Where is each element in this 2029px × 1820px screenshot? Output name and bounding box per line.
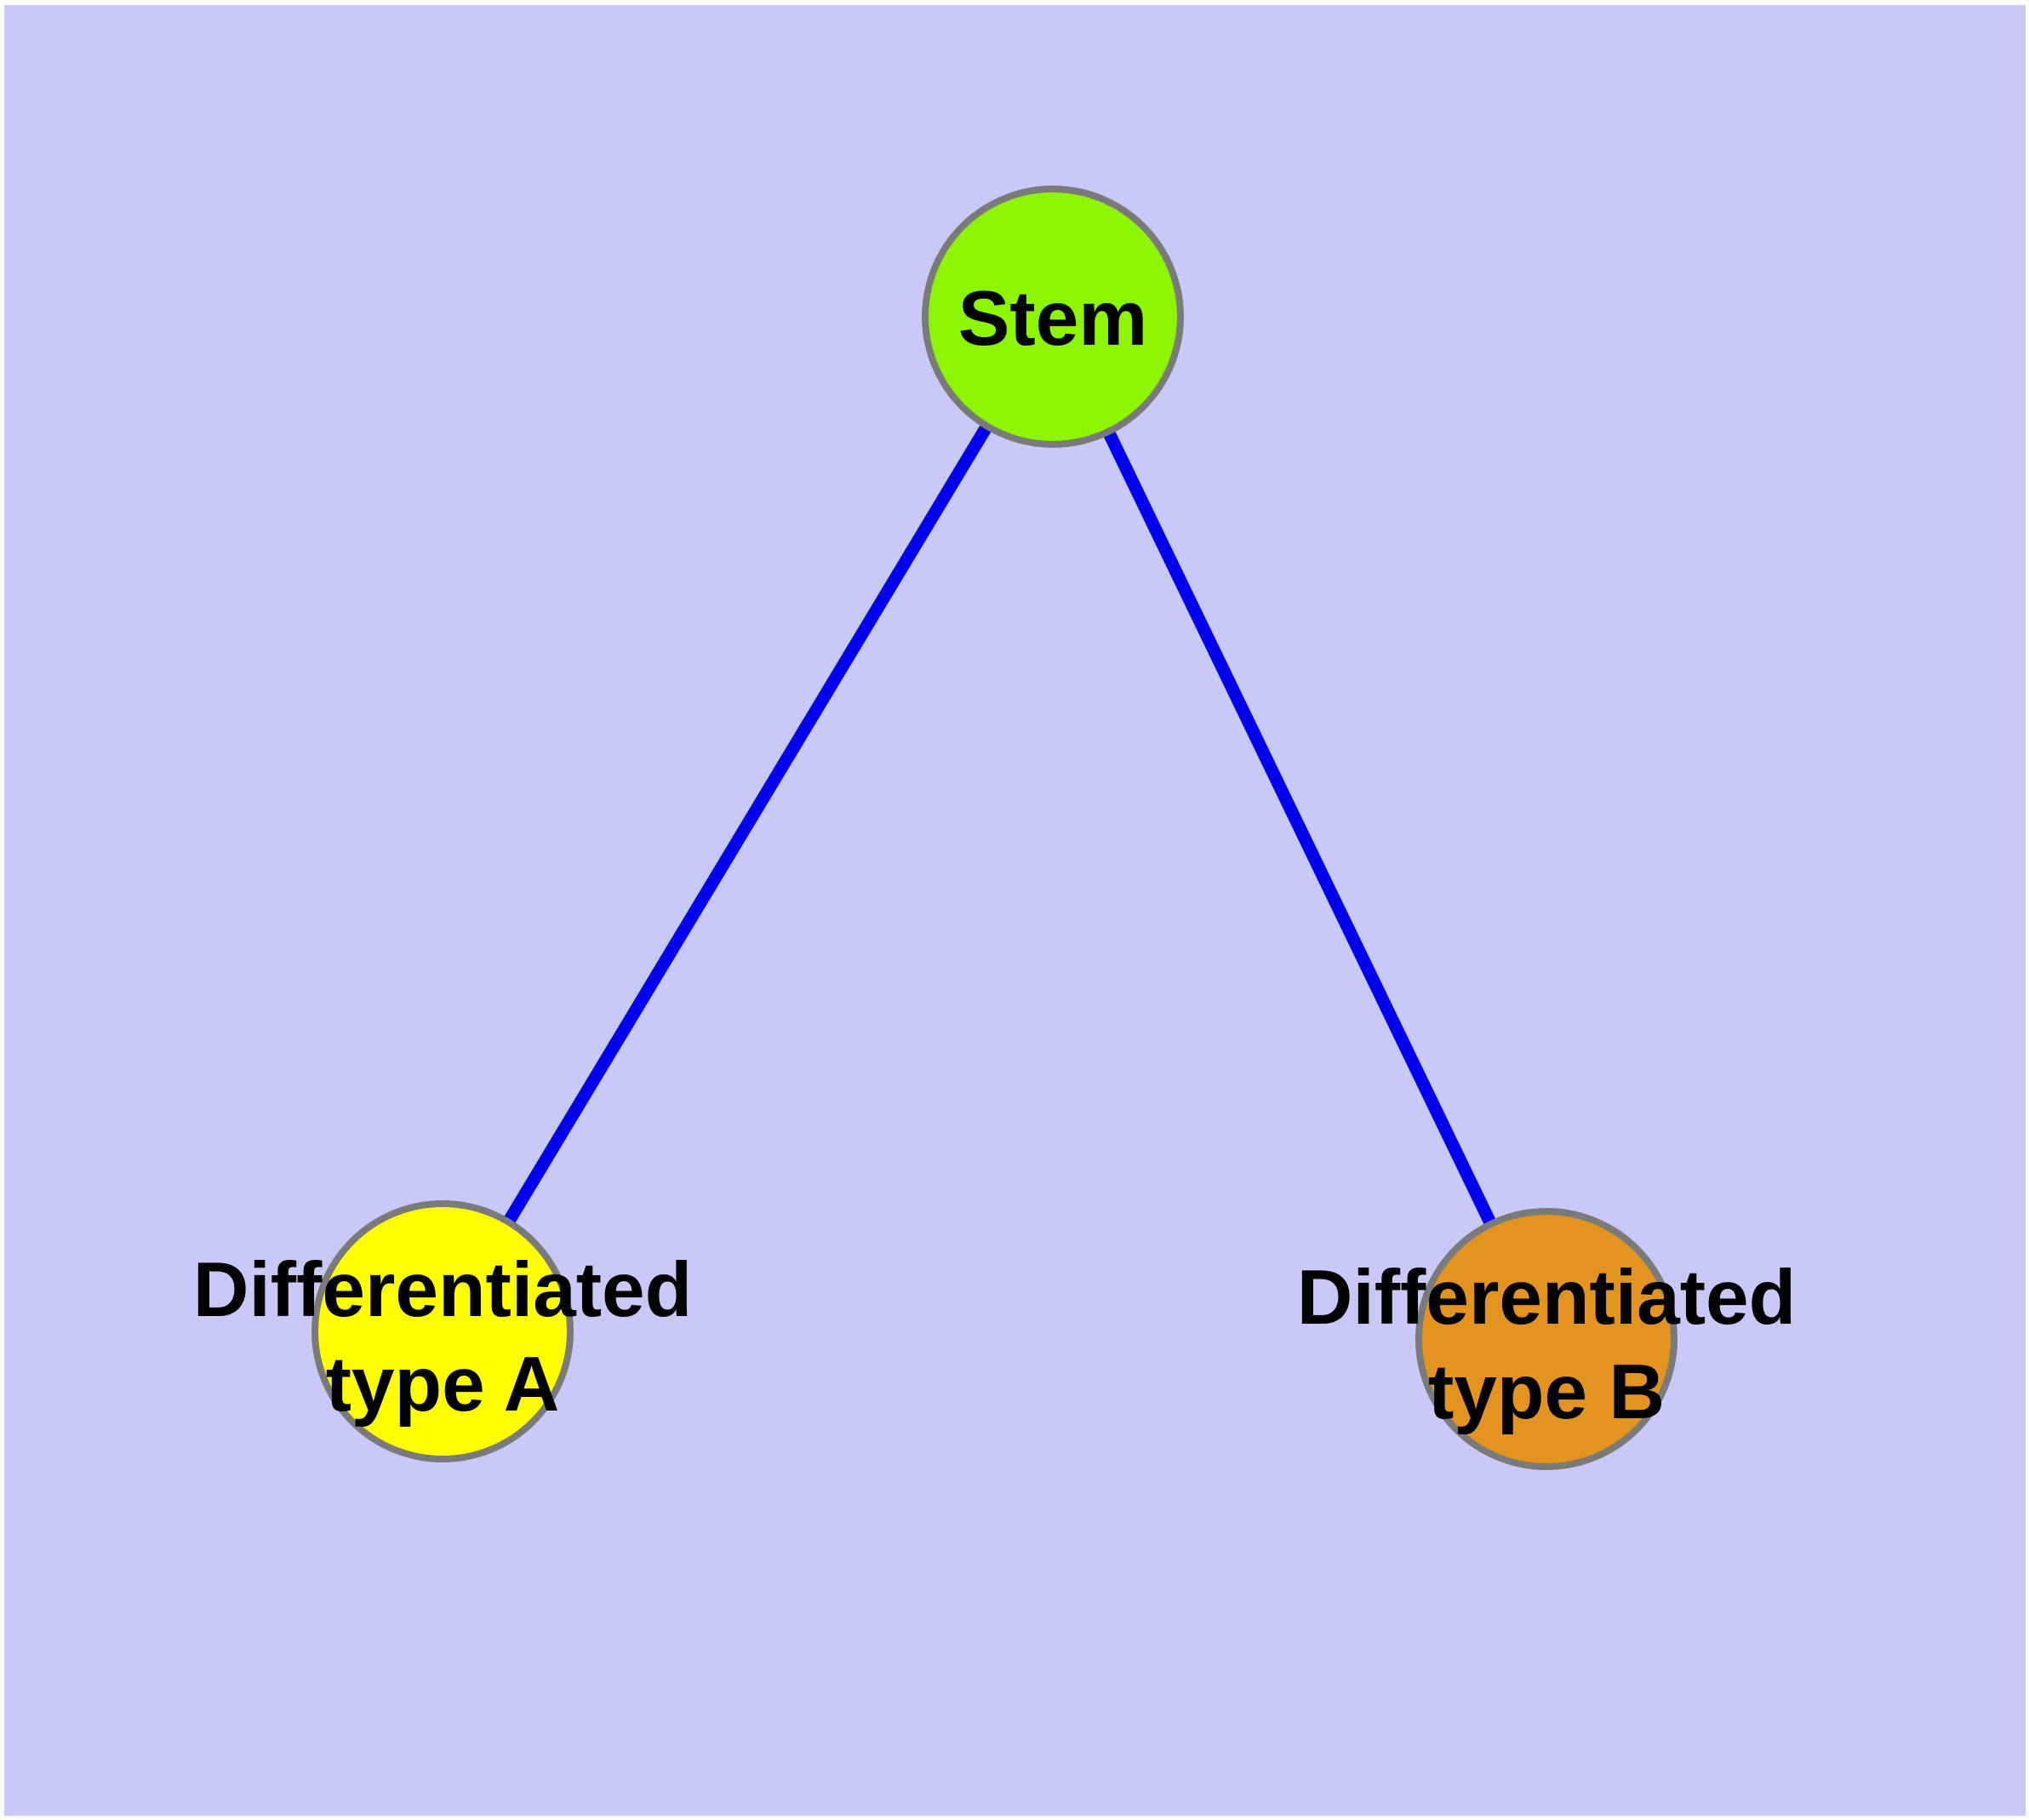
node-stem-label: Stem — [958, 276, 1148, 362]
node-stem[interactable] — [922, 186, 1184, 448]
node-type-a-label-line1: Differentiated — [193, 1247, 693, 1333]
node-type-b-label-line1: Differentiated — [1297, 1255, 1797, 1341]
edge-stem-to-type-b — [1047, 313, 1552, 1342]
node-differentiated-type-a[interactable] — [311, 1200, 574, 1462]
node-type-b-label-line2: type B — [1428, 1349, 1665, 1435]
node-differentiated-type-b[interactable] — [1415, 1208, 1677, 1470]
node-type-a-label-line2: type A — [326, 1342, 560, 1428]
edge-stem-to-type-a — [437, 313, 1059, 1335]
